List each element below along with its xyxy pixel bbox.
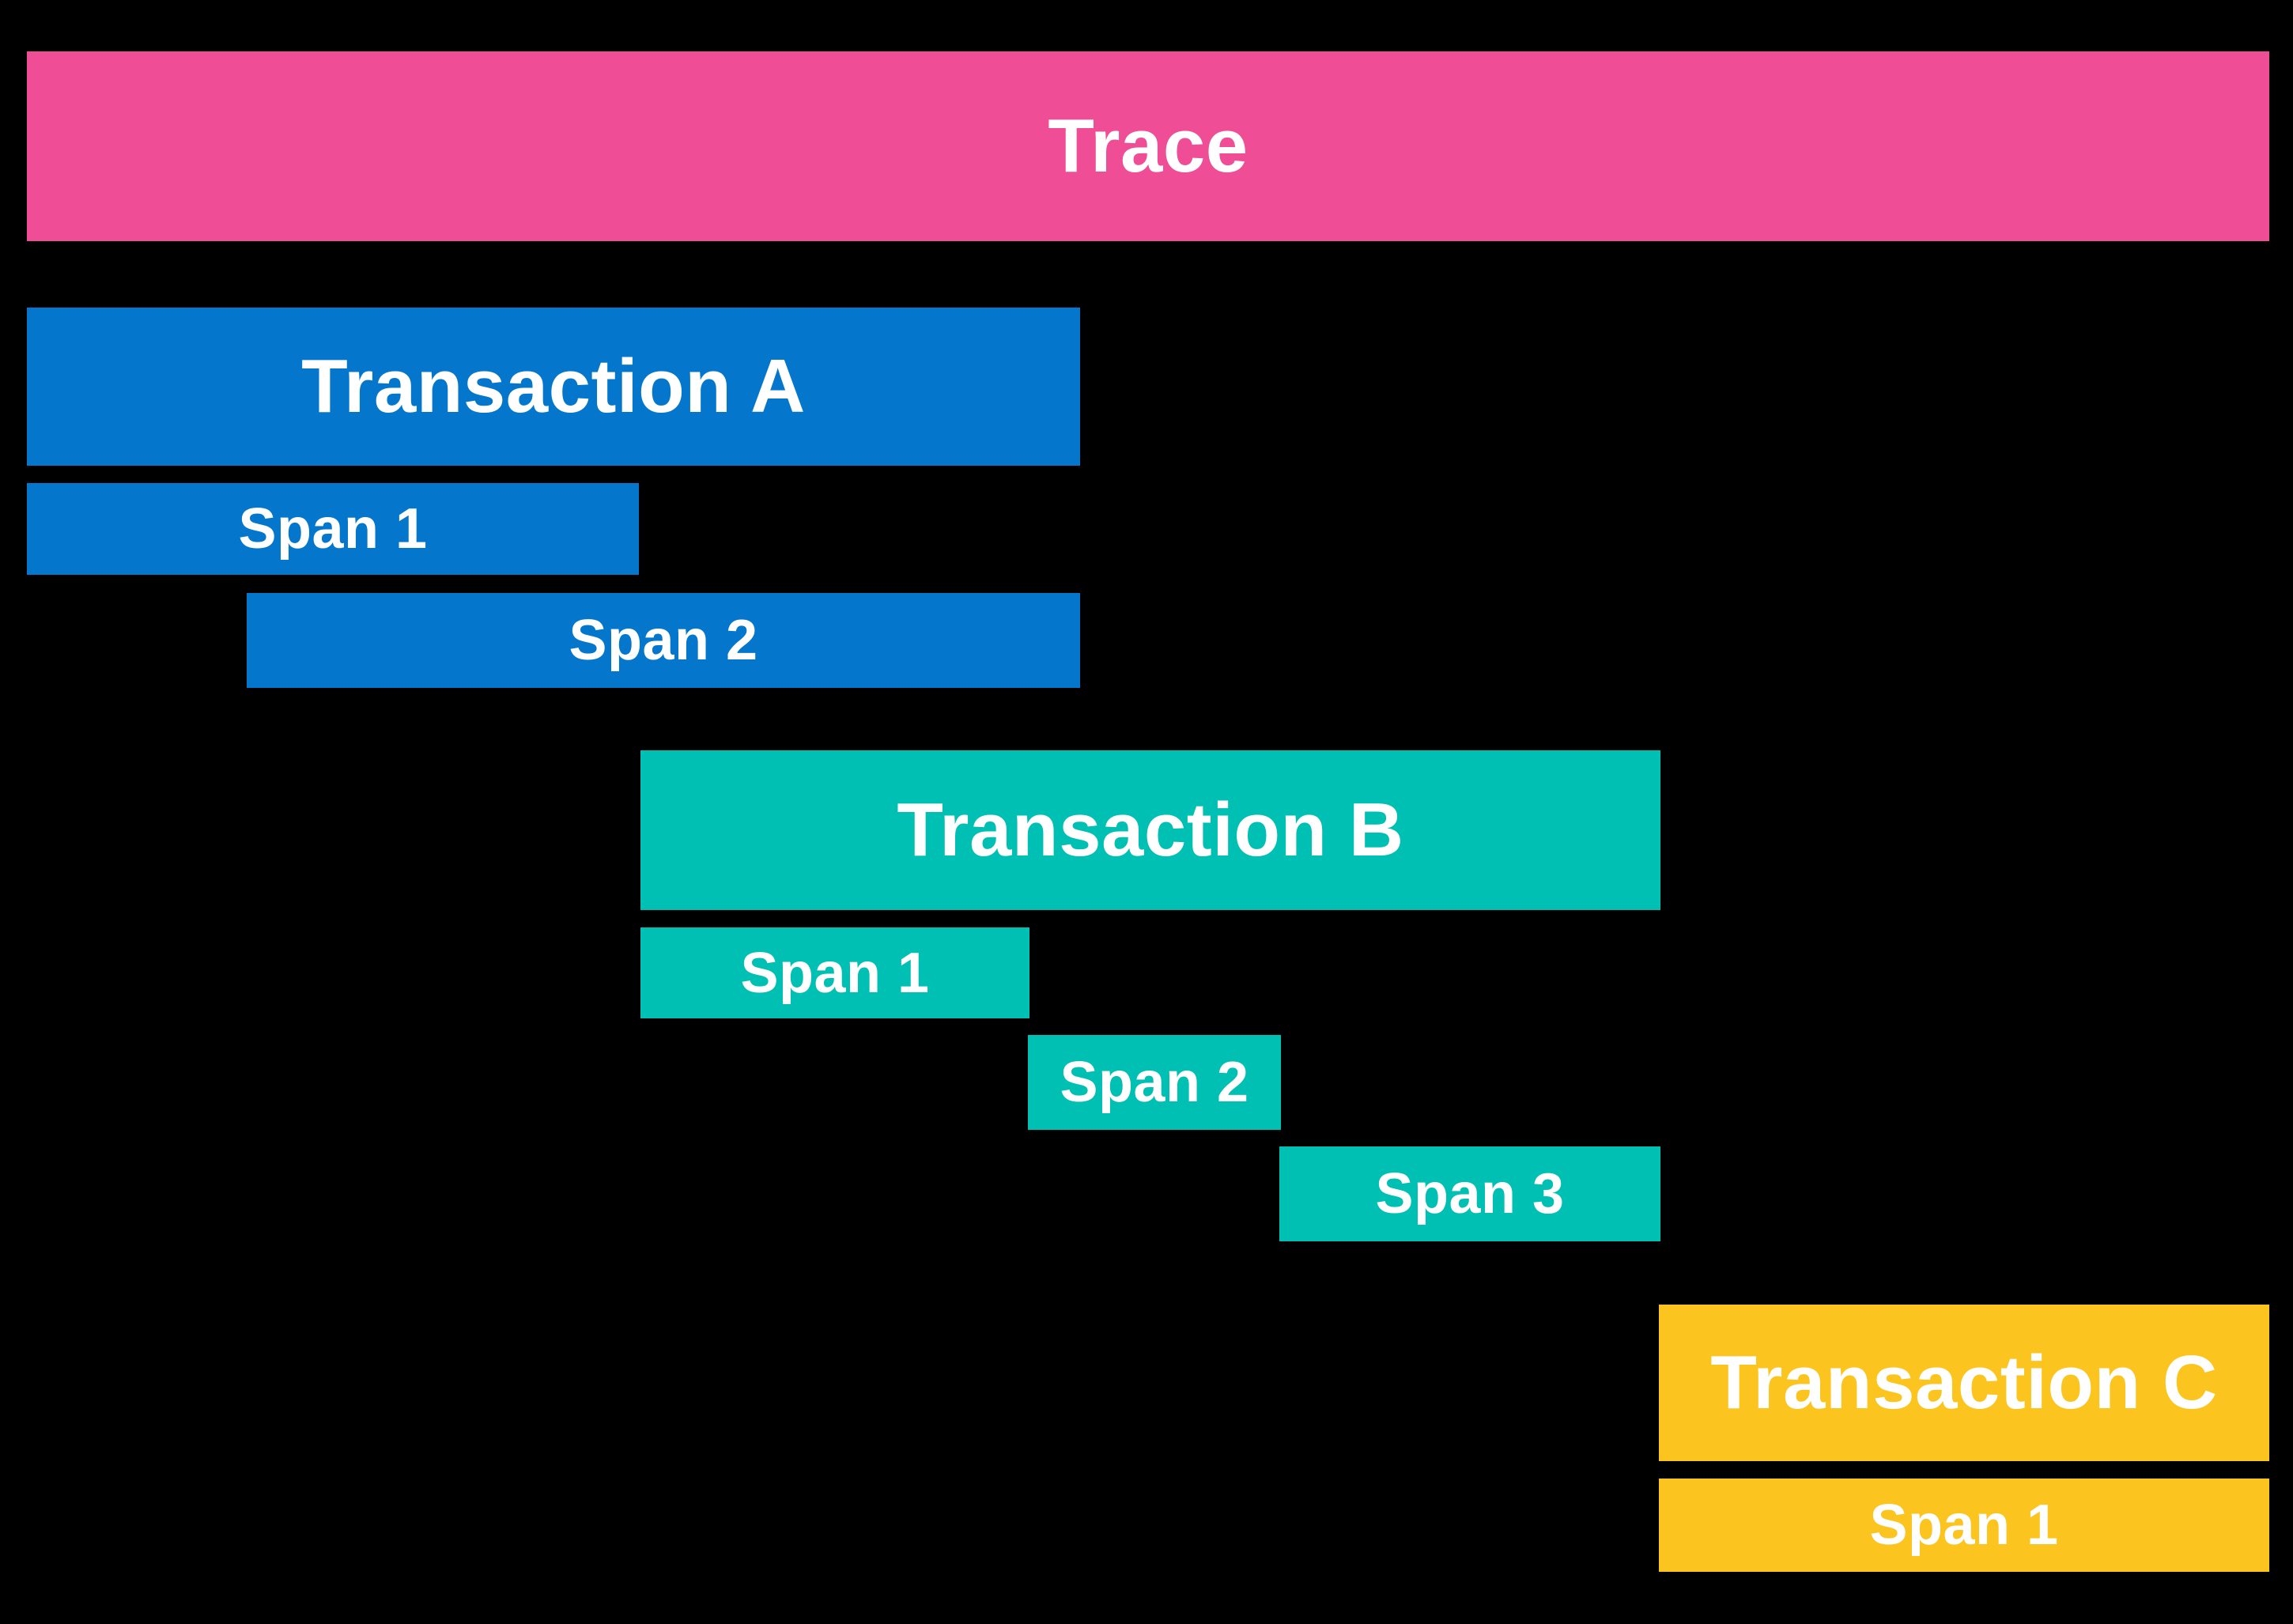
transaction-b-span-3-bar: Span 3 (1279, 1146, 1660, 1241)
transaction-b-span-1-label: Span 1 (740, 941, 930, 1005)
transaction-b-bar: Transaction B (640, 750, 1660, 910)
transaction-a-span-2-label: Span 2 (569, 609, 758, 672)
transaction-c-span-1-label: Span 1 (1869, 1494, 2059, 1557)
transaction-b-span-1-bar: Span 1 (640, 927, 1029, 1018)
transaction-b-span-2-label: Span 2 (1060, 1051, 1249, 1114)
transaction-b-span-2-bar: Span 2 (1028, 1035, 1281, 1130)
trace-bar-label: Trace (1048, 104, 1248, 188)
transaction-a-span-1-label: Span 1 (238, 497, 428, 561)
transaction-c-bar: Transaction C (1659, 1305, 2269, 1461)
transaction-b-span-3-label: Span 3 (1375, 1162, 1565, 1226)
trace-bar: Trace (27, 51, 2269, 241)
transaction-a-bar-label: Transaction A (301, 344, 806, 429)
transaction-b-bar-label: Transaction B (897, 787, 1404, 872)
transaction-a-span-2-bar: Span 2 (247, 593, 1080, 688)
transaction-c-bar-label: Transaction C (1710, 1340, 2218, 1425)
transaction-c-span-1-bar: Span 1 (1659, 1479, 2269, 1572)
transaction-a-span-1-bar: Span 1 (27, 483, 639, 575)
transaction-a-bar: Transaction A (27, 308, 1080, 466)
